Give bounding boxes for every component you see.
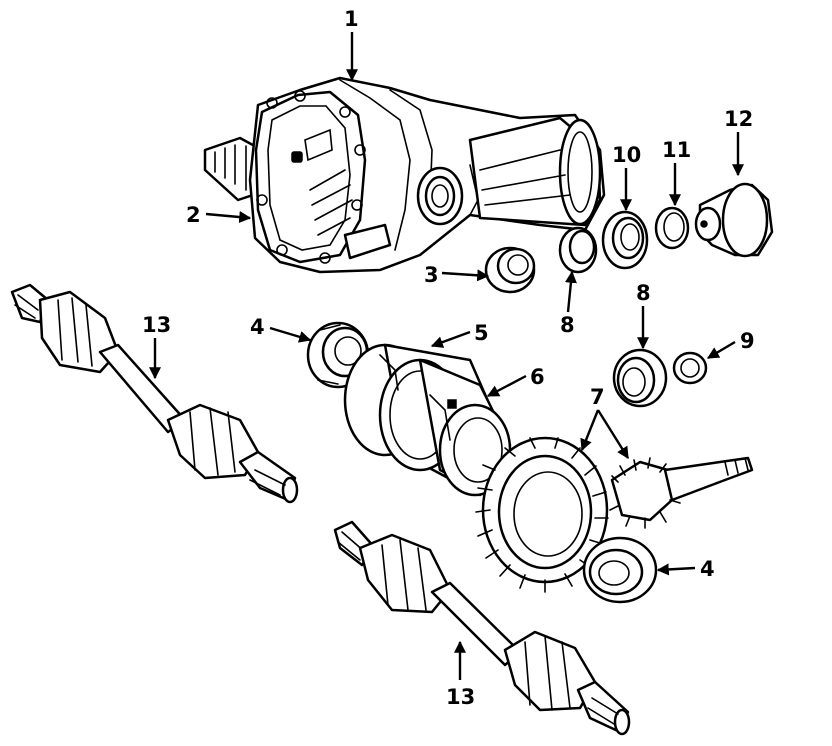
callout-13-lower: 13 [446,685,475,709]
axle-shaft-upper [10,283,299,504]
callout-5: 5 [474,321,489,345]
ring-gear [475,436,609,593]
callout-1: 1 [344,7,359,31]
bearing-race-upper [558,226,598,274]
callout-11: 11 [662,138,691,162]
callout-4-upper: 4 [250,315,265,339]
callout-3: 3 [424,263,439,287]
callout-9: 9 [740,329,755,353]
side-seal [484,246,536,294]
companion-flange [694,182,774,258]
leader-lines [149,32,744,680]
callout-12: 12 [724,107,753,131]
drive-pinion [609,456,754,529]
callout-4-lower: 4 [700,557,715,581]
callout-7: 7 [590,385,605,409]
callout-10: 10 [612,143,641,167]
carrier-bearing-lower [582,536,658,604]
pilot-bearing [672,351,708,385]
callout-8-upper: 8 [560,313,575,337]
pinion-bearing [601,210,649,270]
callout-labels: 1 2 3 4 5 6 7 8 8 9 10 11 12 13 13 4 [142,7,755,709]
callout-6: 6 [530,365,545,389]
callout-13-upper: 13 [142,313,171,337]
axle-shaft-lower [333,520,631,736]
differential-case [343,343,512,497]
callout-8-lower: 8 [636,281,651,305]
bearing-lower [612,348,668,408]
spacer-ring [654,206,690,250]
differential-carrier-housing [203,76,606,274]
callout-2: 2 [186,203,201,227]
